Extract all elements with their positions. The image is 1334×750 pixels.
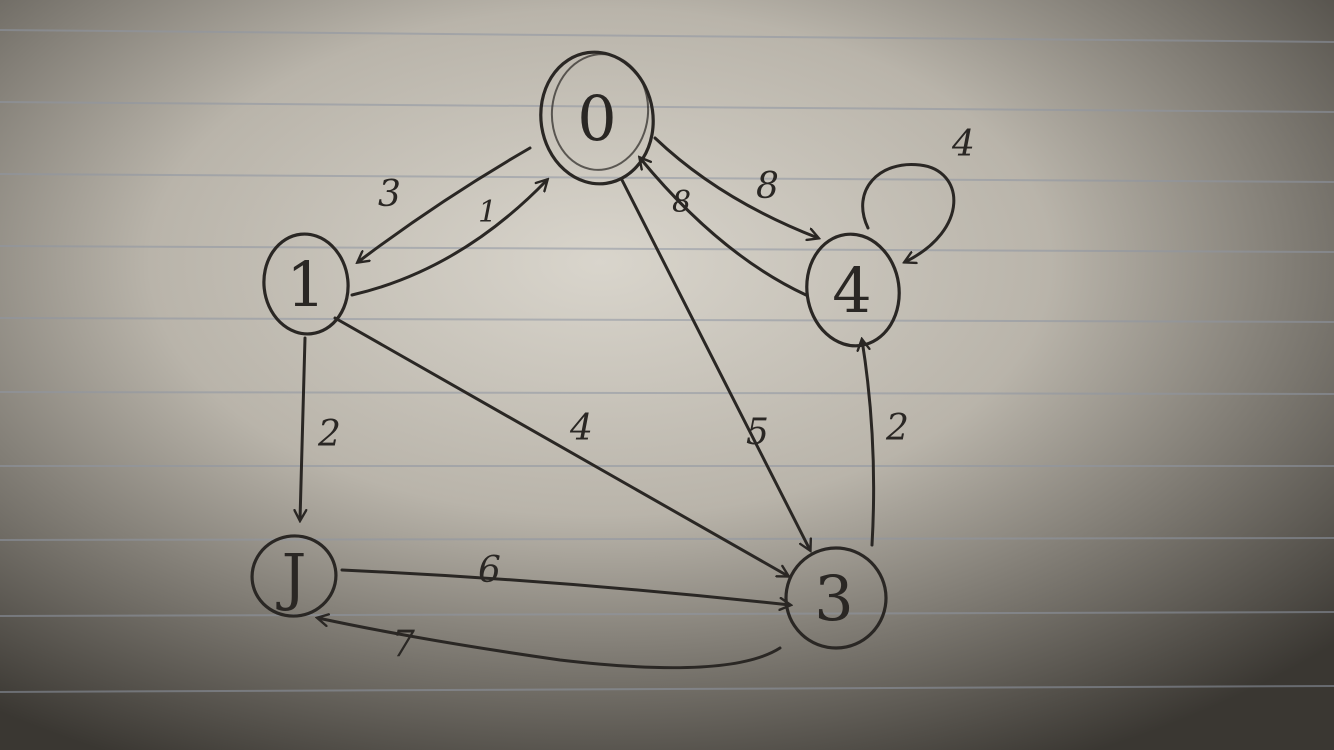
weight-1-to-2: 2 — [317, 414, 341, 455]
edge-4-to-0 — [640, 158, 808, 297]
node-label-1: 1 — [286, 248, 325, 321]
weight-0-to-3: 5 — [746, 412, 769, 453]
edge-3-to-2 — [318, 618, 782, 670]
weight-3-to-2: 7 — [392, 624, 415, 665]
edge-1-to-2 — [300, 336, 305, 520]
node-label-4: 4 — [832, 254, 871, 327]
weight-3-to-4: 2 — [885, 408, 909, 449]
edge-1-to-0 — [350, 180, 547, 297]
edge-0-to-3 — [620, 178, 810, 550]
node-3: 3 — [784, 546, 888, 650]
node-1: 1 — [262, 232, 350, 336]
edge-4-self-loop — [861, 162, 956, 262]
edge-0-to-1 — [358, 146, 532, 262]
node-label-3: 3 — [814, 562, 853, 635]
node-label-0: 0 — [577, 82, 616, 155]
weight-0-to-1: 3 — [378, 174, 401, 215]
weight-2-to-3: 6 — [478, 550, 501, 591]
edge-3-to-4 — [862, 340, 876, 547]
edges — [300, 136, 956, 670]
weight-1-to-3: 4 — [569, 408, 593, 449]
edge-weights: 3 1 8 8 4 2 4 5 2 6 7 — [317, 124, 975, 665]
node-2: J — [250, 534, 338, 618]
node-label-2: J — [276, 540, 307, 613]
edge-2-to-3 — [340, 568, 790, 605]
edge-1-to-3 — [333, 316, 788, 576]
weight-1-to-0: 1 — [478, 195, 497, 230]
ruled-lines — [0, 29, 1334, 693]
weight-4-self-loop: 4 — [951, 124, 975, 165]
node-0: 0 — [539, 50, 655, 186]
node-4: 4 — [805, 232, 901, 348]
edge-0-to-4 — [653, 136, 818, 238]
nodes: 0 1 J 3 4 — [250, 50, 901, 650]
weight-4-to-0: 8 — [672, 185, 691, 220]
weight-0-to-4: 8 — [756, 166, 779, 207]
